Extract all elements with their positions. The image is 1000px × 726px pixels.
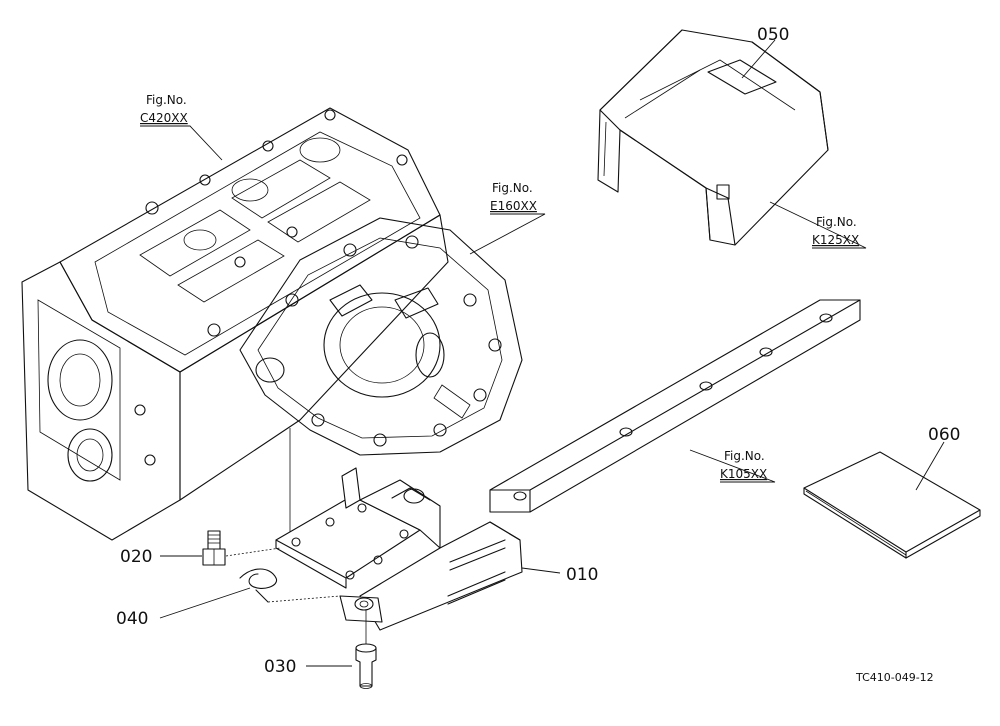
clutch-housing [239, 217, 523, 456]
drawbar-bracket [275, 467, 523, 631]
hood-cover [597, 29, 829, 246]
manual-booklet-060 [803, 451, 981, 559]
part-number-050: 050 [757, 25, 789, 45]
snap-pin-040 [239, 568, 278, 603]
drawbar [489, 299, 861, 513]
fig-ref-e160-code: E160XX [490, 199, 537, 213]
part-number-060: 060 [928, 425, 960, 445]
part-number-030: 030 [264, 657, 296, 677]
fig-ref-e160-prefix: Fig.No. [492, 181, 533, 195]
fig-ref-k125-prefix: Fig.No. [816, 215, 857, 229]
fig-ref-k105-code: K105XX [720, 467, 767, 481]
transmission-case [21, 107, 449, 541]
fig-ref-k125-code: K125XX [812, 233, 859, 247]
fig-ref-c420-code: C420XX [140, 111, 188, 125]
fig-ref-k105-prefix: Fig.No. [724, 449, 765, 463]
leader-lines [140, 39, 945, 667]
fig-ref-c420-prefix: Fig.No. [146, 93, 187, 107]
pin-030 [355, 610, 377, 689]
decal-label-050 [707, 59, 777, 95]
bolt-020 [202, 530, 226, 566]
part-number-010: 010 [566, 565, 598, 585]
part-number-020: 020 [120, 547, 152, 567]
figure-code: TC410-049-12 [855, 671, 934, 684]
part-number-040: 040 [116, 609, 148, 629]
